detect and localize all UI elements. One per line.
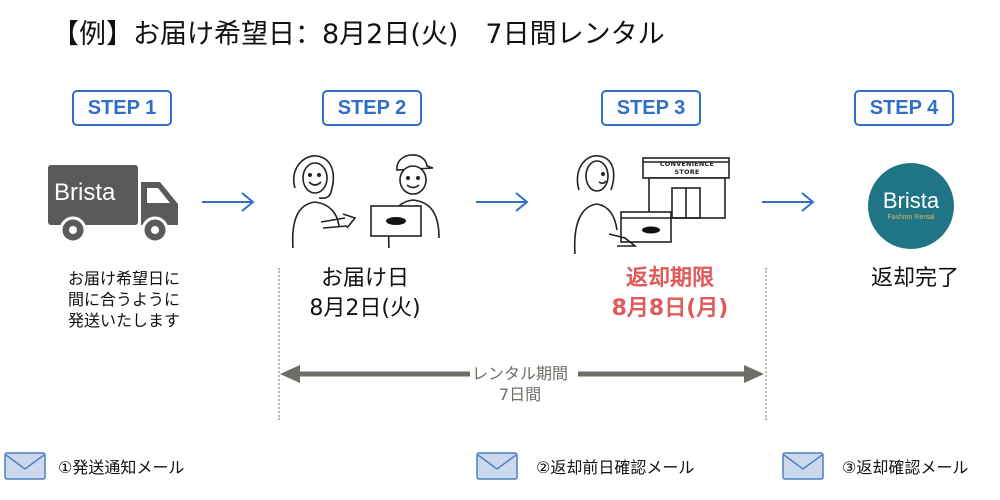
caption-line: 間に合うように — [67, 290, 180, 309]
step-4-badge: STEP 4 — [854, 90, 954, 126]
caption-line: お届け希望日に — [67, 269, 180, 288]
mail-icon — [782, 452, 824, 480]
step-3-badge: STEP 3 — [601, 90, 701, 126]
rental-period-title: レンタル期間 — [471, 364, 568, 383]
step-2-caption: お届け日 8月2日(火) — [285, 264, 445, 324]
return-deadline-date: 8月8日(月) — [611, 296, 729, 321]
store-sign-text: CONVENIENCE STORE — [659, 160, 715, 176]
rental-period-days: 7日間 — [498, 385, 542, 404]
arrow-right-icon — [202, 192, 255, 212]
return-complete-heading: 返却完了 — [870, 266, 959, 291]
mail-item: ①発送通知メール — [4, 452, 184, 480]
mail-item: ③返却確認メール — [782, 452, 968, 480]
caption-line: 発送いたします — [67, 311, 180, 330]
mail-icon — [476, 452, 518, 480]
step-2-badge: STEP 2 — [322, 90, 422, 126]
truck-brand-text: Brista — [54, 179, 116, 206]
rental-period-arrow — [280, 365, 764, 383]
mail-label: ②返却前日確認メール — [536, 458, 695, 477]
delivery-date: 8月2日(火) — [309, 296, 421, 321]
brista-logo: Brista Fashion Rental — [868, 163, 954, 249]
rental-period-label: レンタル期間 7日間 — [440, 363, 600, 405]
handover-illustration — [285, 148, 445, 249]
period-start-guide — [278, 268, 280, 420]
return-deadline-heading: 返却期限 — [625, 266, 714, 291]
logo-subtitle: Fashion Rental — [887, 214, 935, 221]
mail-icon — [4, 452, 46, 480]
delivery-truck-icon: Brista — [48, 160, 180, 244]
step-4-caption: 返却完了 — [840, 264, 990, 294]
page-title: 【例】お届け希望日：8月2日(火) 7日間レンタル — [52, 19, 665, 50]
step-1-badge: STEP 1 — [72, 90, 172, 126]
period-end-guide — [765, 268, 767, 420]
step-3-caption: 返却期限 8月8日(月) — [595, 264, 745, 324]
mail-label: ①発送通知メール — [58, 458, 185, 477]
logo-name: Brista — [882, 188, 940, 213]
arrow-right-icon — [476, 192, 529, 212]
mail-item: ②返却前日確認メール — [476, 452, 694, 480]
delivery-date-heading: お届け日 — [320, 266, 409, 291]
step-1-caption: お届け希望日に 間に合うように 発送いたします — [44, 268, 204, 331]
arrow-right-icon — [762, 192, 815, 212]
mail-label: ③返却確認メール — [842, 458, 969, 477]
convenience-store-return-illustration: CONVENIENCE STORE — [565, 150, 735, 255]
